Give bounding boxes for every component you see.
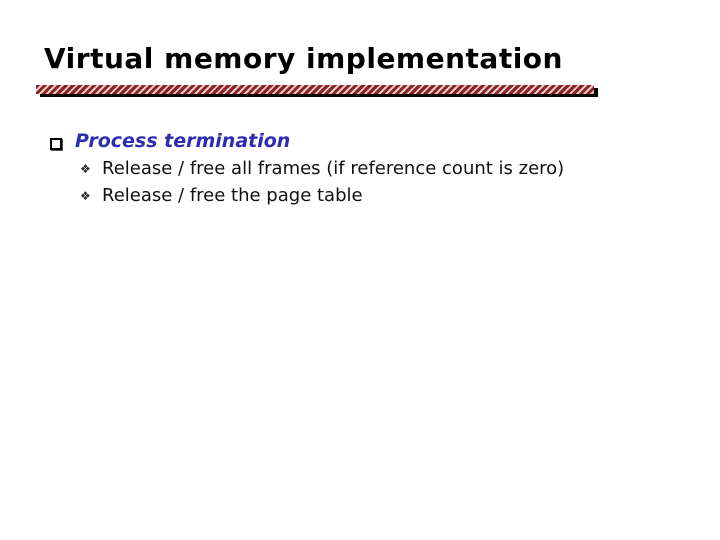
title-underline-bar	[36, 85, 594, 94]
diamond-bullet-icon: ❖	[80, 189, 91, 203]
bullet-sub-item: Release / free all frames (if reference …	[102, 158, 565, 179]
bullet-sub-item: Release / free the page table	[102, 185, 363, 206]
diamond-bullet-icon: ❖	[80, 162, 91, 176]
square-bullet-icon	[50, 138, 62, 150]
bullet-heading: Process termination	[75, 130, 291, 152]
slide-title: Virtual memory implementation	[44, 42, 563, 75]
